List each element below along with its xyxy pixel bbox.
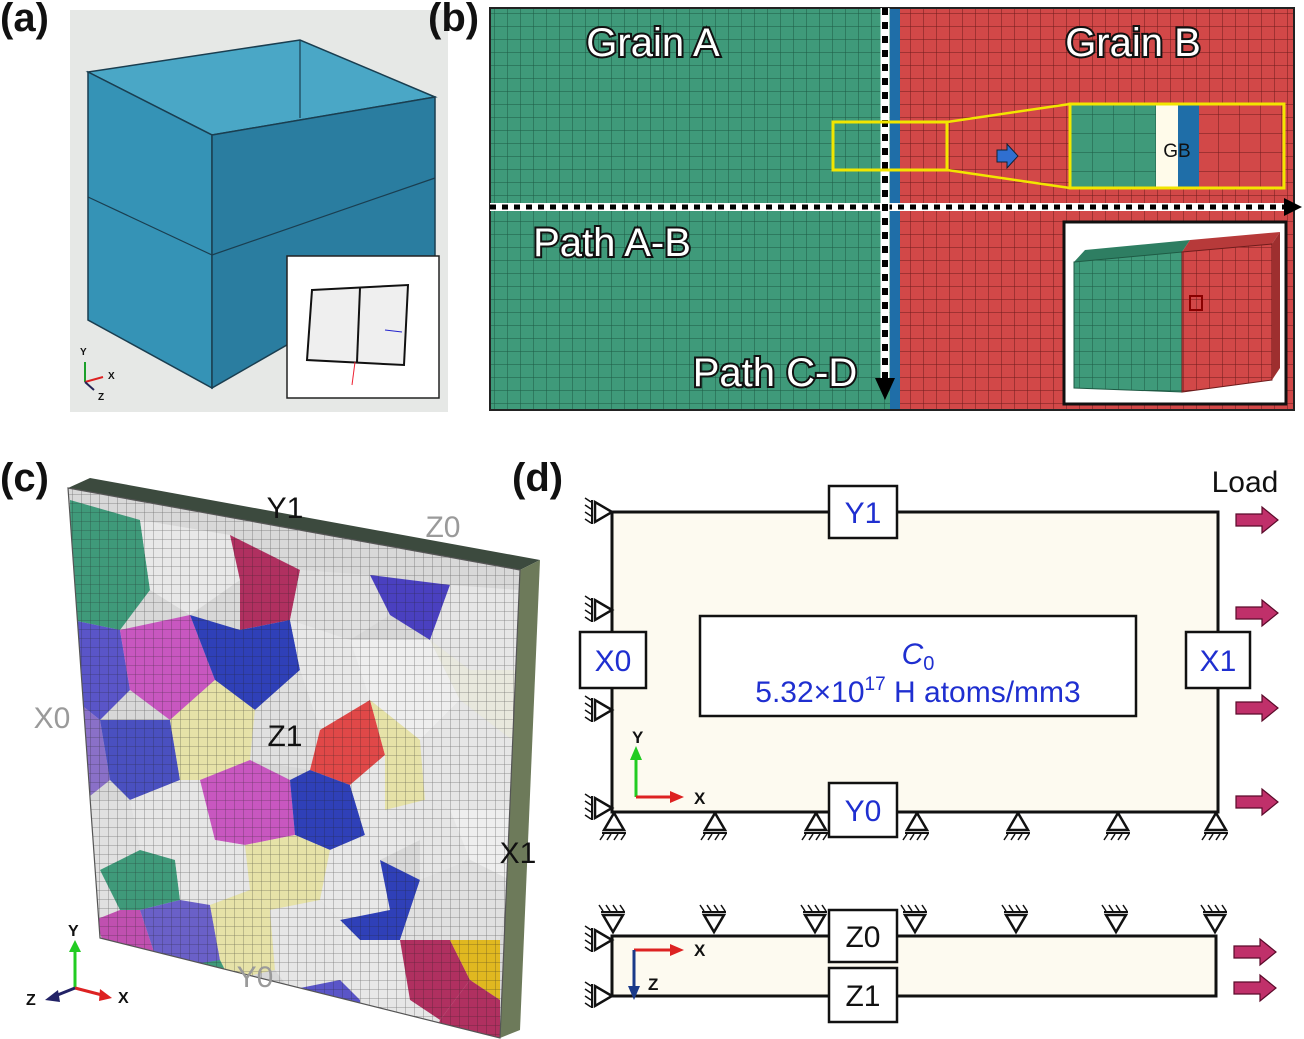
face-z0-box: Z0 xyxy=(845,921,880,954)
load-arrow-2 xyxy=(1235,599,1279,627)
face-x1-label: X1 xyxy=(500,837,537,870)
axis-triad-a: Y X Z xyxy=(80,347,115,403)
path-cd-label: Path C-D xyxy=(693,351,858,395)
plate-side-face xyxy=(500,560,540,1038)
support-z-left-1 xyxy=(583,924,614,954)
axis-triad-d-xy: Y X xyxy=(630,728,706,808)
support-left-2 xyxy=(583,594,614,624)
face-y0-label: Y0 xyxy=(237,961,274,994)
support-z-5 xyxy=(1000,903,1030,934)
gb-label: GB xyxy=(1163,141,1190,162)
axis-triad-d-xz: X Z xyxy=(628,941,706,1000)
face-y1-box: Y1 xyxy=(845,497,882,530)
support-left-1 xyxy=(583,496,614,526)
path-ab-arrowhead xyxy=(1284,198,1302,216)
axis-z-label: Z xyxy=(26,992,36,1009)
axis-x-label: X xyxy=(694,789,706,808)
load-arrow-z-2 xyxy=(1233,974,1277,1002)
panel-b-letter: (b) xyxy=(428,0,480,40)
c0-symbol: C0 xyxy=(902,638,935,675)
support-bottom-3 xyxy=(800,811,830,842)
grain-b-label: Grain B xyxy=(1065,21,1201,65)
load-arrow-1 xyxy=(1235,506,1279,534)
load-label: Load xyxy=(1212,466,1279,499)
axis-x-label: X xyxy=(118,990,129,1007)
support-z-7 xyxy=(1199,903,1229,934)
face-y0-box: Y0 xyxy=(845,795,882,828)
axis-z-label: Z xyxy=(98,392,104,403)
panel-d-letter: (d) xyxy=(512,456,564,500)
face-x0-box: X0 xyxy=(595,645,632,678)
axis-y-label: Y xyxy=(68,923,79,940)
support-z-2 xyxy=(698,903,728,934)
support-left-4 xyxy=(583,792,614,822)
panel-a-letter: (a) xyxy=(0,0,49,40)
face-x0-label: X0 xyxy=(34,702,71,735)
axis-x-label: X xyxy=(108,371,115,382)
support-z-3 xyxy=(799,903,829,934)
grain-a-label: Grain A xyxy=(586,21,720,65)
load-arrow-z-1 xyxy=(1233,938,1277,966)
domain-xz-rect xyxy=(610,934,1218,998)
axis-x-label: X xyxy=(694,941,706,960)
face-y1-label: Y1 xyxy=(267,492,304,525)
axis-triad-c: Y X Z xyxy=(26,923,129,1009)
c0-value: 5.32×1017 H atoms/mm3 xyxy=(755,674,1080,709)
axis-z-label: Z xyxy=(648,975,658,994)
panel-a-cube-view: Y X Z xyxy=(70,10,448,412)
panel-d-boundary-conditions: Load Y1 X0 X1 Y0 C0 5.32×1017 H atoms/mm… xyxy=(578,466,1279,1024)
axis-y-label: Y xyxy=(80,347,87,358)
path-cd-arrowhead xyxy=(875,378,895,400)
support-z-1 xyxy=(597,903,627,934)
support-bottom-7 xyxy=(1200,811,1230,842)
load-arrow-3 xyxy=(1235,694,1279,722)
axis-y-label: Y xyxy=(632,728,644,747)
plate-top-face xyxy=(68,478,540,570)
load-arrow-4 xyxy=(1235,788,1279,816)
face-z0-label: Z0 xyxy=(425,511,460,544)
face-x1-box: X1 xyxy=(1200,645,1237,678)
panel-c-polycrystal: Y1 Z0 X0 Z1 X1 Y0 Y X Z xyxy=(26,478,540,1039)
support-z-4 xyxy=(899,903,929,934)
panel-c-letter: (c) xyxy=(0,456,49,500)
support-left-3 xyxy=(583,694,614,724)
zoom-arrow-icon xyxy=(996,142,1019,170)
support-z-6 xyxy=(1100,903,1130,934)
support-bottom-4 xyxy=(901,811,931,842)
face-z1-label: Z1 xyxy=(267,720,302,753)
support-bottom-2 xyxy=(699,811,729,842)
path-ab-label: Path A-B xyxy=(533,221,691,265)
panel-b-bicrystal: GB Grain A Grain B Path A-B Path C-D xyxy=(489,7,1302,411)
face-z1-box: Z1 xyxy=(845,980,880,1013)
support-bottom-1 xyxy=(598,811,628,842)
support-bottom-5 xyxy=(1002,811,1032,842)
support-z-left-2 xyxy=(583,980,614,1010)
support-bottom-6 xyxy=(1102,811,1132,842)
zoom-source-box xyxy=(831,120,949,172)
concentration-box xyxy=(698,614,1138,718)
